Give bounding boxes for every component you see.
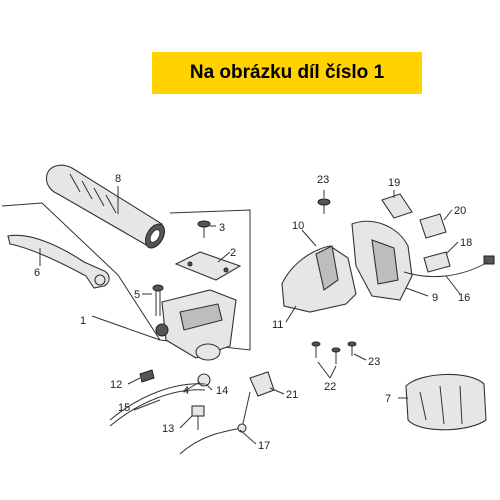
callout-23-bottom: 23	[368, 356, 380, 368]
callout-6: 6	[34, 267, 40, 279]
callout-7: 7	[385, 393, 391, 405]
screws-22-23	[311, 341, 357, 364]
switch-19	[381, 193, 413, 219]
handlebar-housing-rear	[281, 245, 357, 313]
callout-22: 22	[324, 381, 336, 393]
callout-3: 3	[219, 222, 225, 234]
callout-15: 15	[118, 402, 130, 414]
handlebar-grip	[45, 164, 165, 249]
connector	[483, 255, 495, 265]
callout-8: 8	[115, 173, 121, 185]
brake-switch	[249, 371, 275, 397]
protective-cover	[405, 373, 487, 431]
screw-23-top	[317, 198, 331, 214]
callout-19: 19	[388, 177, 400, 189]
callout-13: 13	[162, 423, 174, 435]
callout-23-top: 23	[317, 174, 329, 186]
brake-lever	[7, 234, 110, 289]
wiring-harness	[403, 261, 489, 278]
callout-10: 10	[292, 220, 304, 232]
callout-4: 4	[183, 385, 189, 397]
bolt-5	[152, 284, 164, 316]
leader-lines	[39, 186, 461, 445]
callout-17: 17	[258, 440, 270, 452]
callout-14: 14	[216, 385, 228, 397]
brake-hose	[109, 383, 206, 421]
callout-20: 20	[454, 205, 466, 217]
bleed-screw	[139, 369, 155, 383]
master-cylinder	[155, 289, 237, 361]
banner-text: Na obrázku díl číslo 1	[189, 62, 385, 83]
handlebar-housing-front	[351, 220, 413, 301]
title-banner: Na obrázku díl číslo 1	[152, 52, 422, 94]
callout-12: 12	[110, 379, 122, 391]
switch-cable	[179, 391, 251, 455]
switch-20	[419, 213, 447, 239]
callout-2: 2	[230, 247, 236, 259]
callout-21: 21	[286, 389, 298, 401]
callout-18: 18	[460, 237, 472, 249]
callout-5: 5	[134, 289, 140, 301]
washer	[197, 373, 211, 387]
screw-3	[197, 220, 211, 238]
banjo-bolt	[191, 405, 205, 430]
callout-9: 9	[432, 292, 438, 304]
callout-1: 1	[80, 315, 86, 327]
reservoir-cover	[174, 251, 242, 281]
switch-18	[423, 251, 451, 273]
callout-11: 11	[272, 319, 283, 331]
callout-16: 16	[458, 292, 470, 304]
